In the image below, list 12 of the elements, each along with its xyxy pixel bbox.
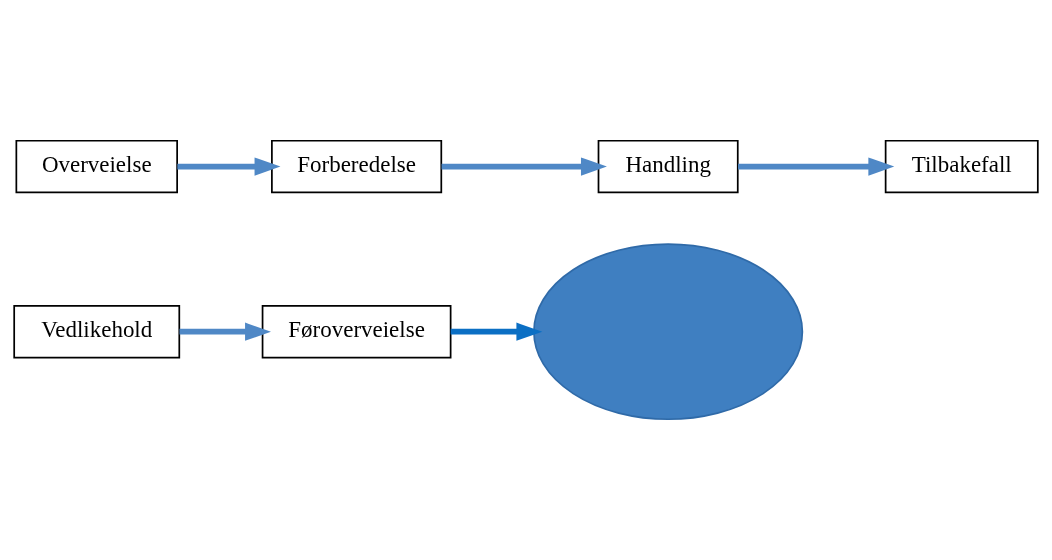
node-box: Føroverveielse [261,304,452,359]
node-box: Forberedelse [271,139,443,194]
arrow [179,322,271,341]
node-box: Handling [597,139,739,194]
arrow [177,157,281,176]
arrow [738,157,895,176]
node-box: Tilbakefall [884,139,1039,194]
node-box: Overveielse [15,139,178,194]
arrow [450,322,543,341]
arrow [441,157,607,176]
node-box: Vedlikehold [13,304,181,359]
node-ellipse [533,243,804,421]
